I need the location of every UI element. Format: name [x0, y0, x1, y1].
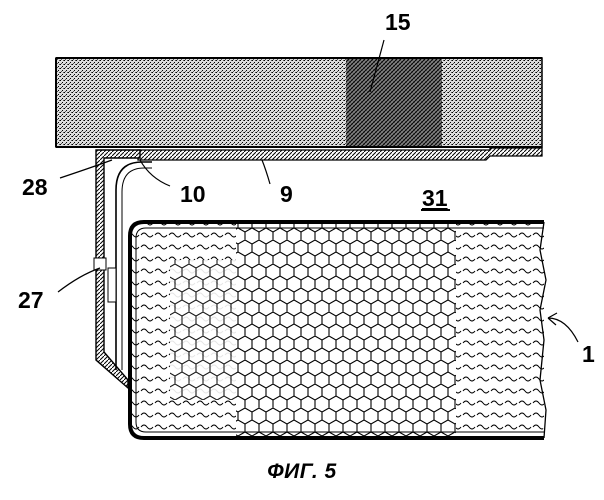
leader-9	[262, 160, 270, 184]
label-10: 10	[180, 181, 206, 207]
leader-27	[58, 268, 100, 292]
horizontal-flange	[138, 148, 542, 160]
label-9: 9	[280, 181, 293, 207]
label-28: 28	[22, 174, 48, 200]
filter-element	[130, 222, 546, 438]
label-27: 27	[18, 287, 44, 313]
figure-caption: ФИГ. 5	[0, 460, 604, 484]
label-1: 1	[582, 341, 595, 367]
label-15: 15	[385, 9, 411, 35]
leader-10	[140, 160, 170, 186]
top-panel	[56, 58, 542, 147]
label-31: 31	[422, 185, 448, 211]
